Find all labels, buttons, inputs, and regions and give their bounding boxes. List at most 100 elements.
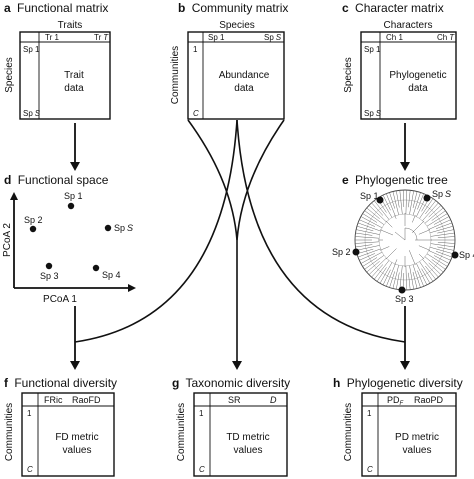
tree-branch bbox=[356, 248, 374, 255]
svg-text:SpS: SpS bbox=[432, 189, 451, 199]
panel-e-tip-sp4-label: Sp 4 bbox=[459, 250, 474, 260]
panel-e-tip-sp1-label: Sp 1 bbox=[360, 191, 379, 201]
panel-g-body-line1: TD metric bbox=[226, 432, 269, 443]
panel-d-point-sp3 bbox=[45, 262, 53, 270]
tree-branch bbox=[374, 200, 390, 220]
tree-branch bbox=[429, 225, 454, 234]
tree-branch bbox=[386, 193, 396, 216]
tree-branch bbox=[356, 225, 374, 232]
panel-e-tip-sp4 bbox=[451, 251, 459, 259]
tree-branch bbox=[405, 265, 407, 291]
tree-branch bbox=[421, 268, 431, 284]
tree-branch bbox=[435, 251, 453, 258]
panel-c-character-matrix: c Character matrix Characters Species Ch… bbox=[342, 1, 457, 120]
panel-c-matrix-frame bbox=[360, 31, 457, 120]
tree-branch bbox=[428, 219, 451, 230]
tree-inner-branch bbox=[418, 245, 430, 251]
panel-d-title: Functional space bbox=[18, 173, 109, 187]
panel-c-last-row-italic: S bbox=[376, 109, 382, 118]
tree-branch bbox=[426, 253, 448, 267]
panel-d-axes bbox=[10, 192, 136, 292]
svg-text:PDF: PDF bbox=[387, 395, 404, 407]
panel-b-title: Community matrix bbox=[192, 1, 289, 15]
panel-c-body-line1: Phylogenetic bbox=[389, 70, 446, 81]
svg-text:SpS: SpS bbox=[23, 109, 41, 118]
panel-g-title: Taxonomic diversity bbox=[185, 376, 290, 390]
tree-branch bbox=[419, 261, 434, 282]
panel-h-last-row-italic: C bbox=[367, 465, 373, 474]
panel-g-first-row: 1 bbox=[199, 409, 204, 418]
svg-text:a Functional matrix: a Functional matrix bbox=[4, 1, 108, 15]
tree-branch bbox=[399, 190, 403, 215]
tree-branch bbox=[419, 198, 434, 219]
tree-branch bbox=[371, 264, 384, 278]
tree-branch bbox=[412, 191, 418, 209]
panel-b-first-row: 1 bbox=[193, 45, 198, 54]
panel-a-last-col: Tr bbox=[94, 33, 102, 42]
panel-g-matrix-frame bbox=[193, 392, 288, 477]
tree-branch bbox=[430, 232, 455, 237]
panel-d-point-sps-label: Sp bbox=[114, 223, 125, 233]
tree-branch bbox=[392, 265, 399, 289]
tree-branch bbox=[431, 259, 446, 270]
panel-g-col2-italic: D bbox=[270, 395, 277, 405]
panel-b-body-line2: data bbox=[234, 83, 254, 94]
panel-f-row-header: Communities bbox=[4, 403, 15, 461]
tree-inner-branch bbox=[412, 215, 416, 223]
panel-e-tip-sp2 bbox=[352, 248, 360, 256]
panel-a-first-col: Tr 1 bbox=[45, 33, 59, 42]
panel-d-point-sp1-label: Sp 1 bbox=[64, 191, 83, 201]
tree-branch bbox=[425, 200, 436, 215]
connector-b-to-g-right bbox=[236, 119, 285, 241]
tree-inner-branch bbox=[385, 220, 393, 228]
tree-branch bbox=[424, 207, 444, 224]
tree-branch bbox=[366, 261, 380, 273]
tree-inner-branch bbox=[380, 229, 394, 236]
svg-text:b Community matrix: b Community matrix bbox=[178, 1, 288, 15]
panel-a-body-line1: Trait bbox=[64, 70, 84, 81]
arrow-c-to-e bbox=[400, 123, 410, 171]
panel-d-point-sp2 bbox=[29, 225, 37, 233]
svg-text:g Taxonomic diversity: g Taxonomic diversity bbox=[172, 376, 290, 390]
panel-h-phylogenetic-diversity: h Phylogenetic diversity Communities PDF… bbox=[333, 376, 463, 477]
tree-branch bbox=[357, 248, 381, 258]
tree-branch bbox=[359, 219, 376, 227]
panel-h-row-header: Communities bbox=[343, 403, 354, 461]
tree-branch bbox=[382, 269, 391, 286]
svg-text:TrT: TrT bbox=[94, 33, 109, 42]
panel-c-col-header: Characters bbox=[384, 20, 433, 31]
panel-d-point-sp4 bbox=[92, 264, 100, 272]
panel-d-point-sp2-label: Sp 2 bbox=[24, 215, 43, 225]
tree-branch bbox=[428, 205, 442, 218]
tree-branch bbox=[417, 270, 424, 287]
tree-branch bbox=[389, 271, 396, 288]
tree-inner-branch bbox=[411, 220, 425, 234]
panel-e-title: Phylogenetic tree bbox=[355, 173, 448, 187]
tree-inner-branch bbox=[385, 248, 397, 260]
panel-h-first-row: 1 bbox=[367, 409, 372, 418]
connector-curves bbox=[70, 119, 410, 370]
panel-a-row-header: Species bbox=[4, 57, 15, 93]
tree-branch bbox=[359, 253, 376, 261]
tree-branch bbox=[437, 242, 455, 244]
tree-branch bbox=[428, 262, 442, 275]
tree-branch bbox=[408, 190, 411, 208]
panel-a-letter: a bbox=[4, 1, 11, 15]
tree-inner-branch bbox=[408, 250, 416, 265]
panel-c-last-col: Ch bbox=[437, 33, 447, 42]
tree-branch bbox=[424, 256, 444, 273]
tree-branch bbox=[429, 246, 454, 255]
panel-a-col-header: Traits bbox=[58, 20, 83, 31]
tree-inner-branch bbox=[394, 259, 398, 265]
tree-branch bbox=[412, 264, 421, 288]
tree-branch bbox=[355, 236, 380, 239]
panel-b-community-matrix: b Community matrix Species Communities S… bbox=[170, 1, 288, 120]
panel-g-row-header: Communities bbox=[176, 403, 187, 461]
tree-branch bbox=[374, 260, 390, 280]
tree-branch bbox=[362, 213, 378, 223]
panel-f-body-line2: values bbox=[63, 445, 92, 456]
tree-branch bbox=[408, 272, 411, 290]
panel-h-col1-sub: F bbox=[400, 401, 404, 407]
svg-text:SpS: SpS bbox=[264, 33, 282, 42]
panel-g-letter: g bbox=[172, 376, 179, 390]
